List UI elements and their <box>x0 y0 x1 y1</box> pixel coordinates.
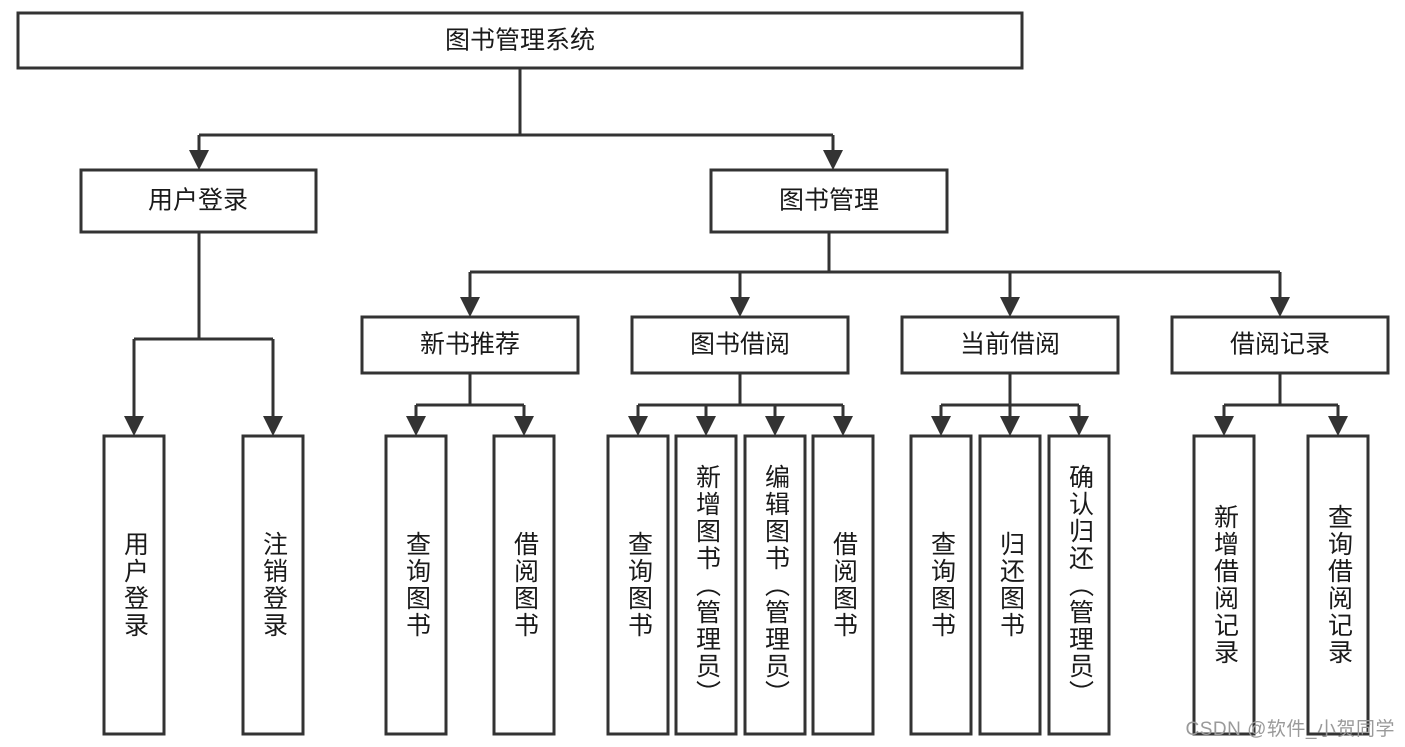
node-current-borrow-label: 当前借阅 <box>960 331 1060 359</box>
node-book-borrow-label: 图书借阅 <box>690 331 790 359</box>
leaf-node-borrow-book-1[interactable] <box>492 434 556 736</box>
connector-bookborrow-to-leaves <box>628 373 853 436</box>
leaf-node-return-book[interactable] <box>978 434 1042 736</box>
node-current-borrow[interactable]: 当前借阅 <box>900 315 1120 375</box>
node-root[interactable]: 图书管理系统 <box>16 11 1024 70</box>
watermark-text: CSDN @软件_小贺同学 <box>1185 719 1395 740</box>
node-book-borrow[interactable]: 图书借阅 <box>630 315 850 375</box>
node-borrow-record-label: 借阅记录 <box>1230 331 1330 359</box>
connector-userlogin-to-leaves <box>124 232 283 436</box>
node-user-login-label: 用户登录 <box>148 187 248 215</box>
leaf-node-query-book-2[interactable] <box>606 434 670 736</box>
node-book-management-label: 图书管理 <box>779 187 879 215</box>
leaf-node-logout[interactable] <box>241 434 305 736</box>
leaf-node-query-book-1[interactable] <box>384 434 448 736</box>
node-root-label: 图书管理系统 <box>445 27 595 55</box>
node-user-login[interactable]: 用户登录 <box>79 168 318 234</box>
node-new-book-recommend[interactable]: 新书推荐 <box>360 315 580 375</box>
leaf-node-query-book-3[interactable] <box>909 434 973 736</box>
leaf-node-add-book-admin[interactable] <box>674 434 738 736</box>
connector-books-to-level3 <box>460 232 1290 317</box>
leaf-node-edit-book-admin[interactable] <box>743 434 807 736</box>
node-new-book-recommend-label: 新书推荐 <box>420 331 520 359</box>
leaf-node-add-borrow-record[interactable] <box>1192 434 1256 736</box>
leaf-node-user-login[interactable] <box>102 434 166 736</box>
leaf-node-query-borrow-record[interactable] <box>1306 434 1370 736</box>
connector-currentborrow-to-leaves <box>931 373 1089 436</box>
leaf-node-borrow-book-2[interactable] <box>811 434 875 736</box>
connector-root-to-level2 <box>189 68 843 170</box>
node-borrow-record[interactable]: 借阅记录 <box>1170 315 1390 375</box>
leaf-node-confirm-return-admin[interactable] <box>1047 434 1111 736</box>
connector-borrowrecord-to-leaves <box>1214 373 1348 436</box>
connector-newbook-to-leaves <box>406 373 534 436</box>
node-book-management[interactable]: 图书管理 <box>709 168 949 234</box>
